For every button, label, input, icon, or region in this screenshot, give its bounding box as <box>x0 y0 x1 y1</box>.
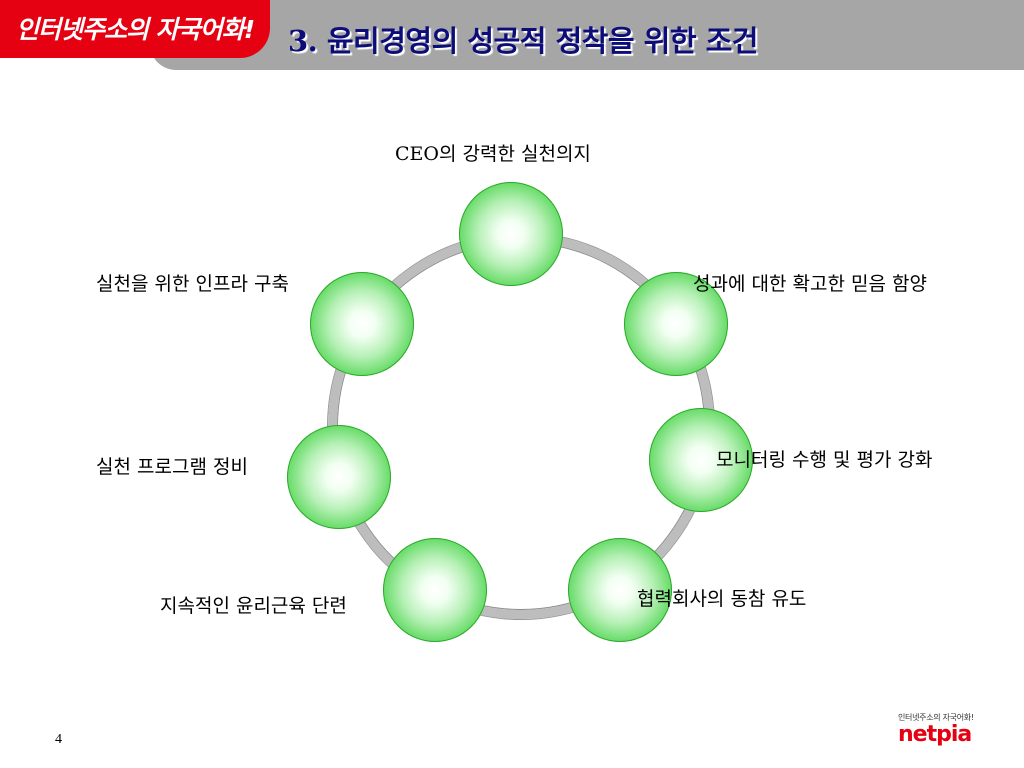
node-label-ceo-will: CEO의 강력한 실천의지 <box>395 143 591 165</box>
node-program-setup <box>287 425 391 529</box>
node-label-partner-participation: 협력회사의 동참 유도 <box>637 588 807 610</box>
node-label-program-setup: 실천 프로그램 정비 <box>96 456 248 478</box>
node-monitoring <box>649 408 753 512</box>
node-label-monitoring: 모니터링 수행 및 평가 강화 <box>716 449 933 471</box>
node-label-ethics-training: 지속적인 윤리근육 단련 <box>160 595 347 617</box>
node-infrastructure <box>310 272 414 376</box>
logo-tagline: 인터넷주소의 자국어화! <box>898 713 974 722</box>
node-label-performance-belief: 성과에 대한 확고한 믿음 함양 <box>693 273 927 295</box>
node-ceo-will <box>459 182 563 286</box>
node-partner-participation <box>568 538 672 642</box>
brand-badge-text: 인터넷주소의 자국어화! <box>16 15 255 44</box>
slide-title: 3. 윤리경영의 성공적 정착을 위한 조건 <box>288 24 758 58</box>
node-ethics-training <box>383 538 487 642</box>
page-number: 4 <box>55 732 62 747</box>
header-bar <box>150 0 1024 70</box>
netpia-logo: 인터넷주소의 자국어화! netpia <box>896 712 986 752</box>
logo-wordmark: netpia <box>898 722 972 747</box>
node-label-infrastructure: 실천을 위한 인프라 구축 <box>96 273 289 295</box>
brand-badge: 인터넷주소의 자국어화! <box>0 0 270 58</box>
node-performance-belief <box>624 272 728 376</box>
